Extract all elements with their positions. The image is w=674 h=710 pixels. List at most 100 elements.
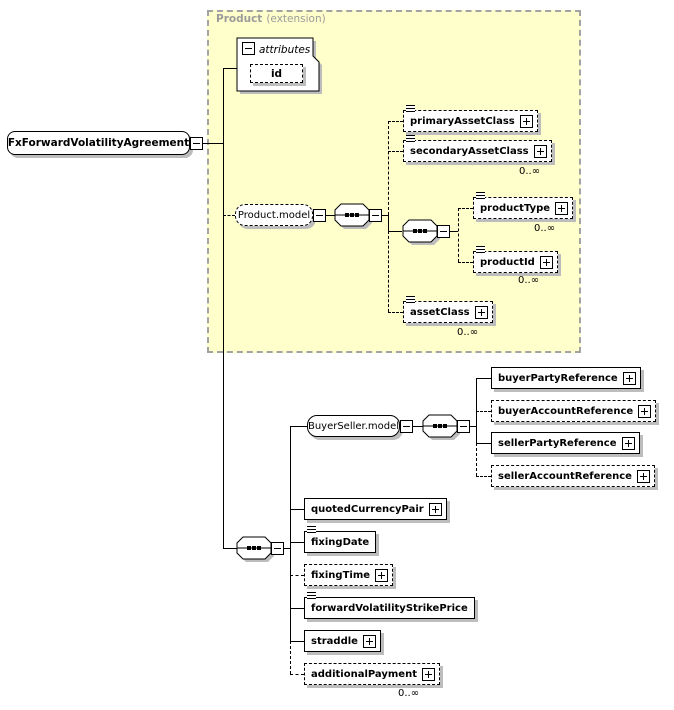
element-label: forwardVolatilityStrikePrice [311,602,468,614]
expand-toggle[interactable] [539,255,553,269]
element-label: productType [480,202,551,214]
connector-line [388,151,403,152]
element-straddle[interactable]: straddle [304,630,381,652]
connector-line [290,674,304,675]
attribute-id-label: id [270,67,283,80]
collapse-toggle[interactable] [437,225,450,238]
expand-toggle[interactable] [533,144,547,158]
connector-line [470,426,476,427]
connector-line [290,641,304,642]
element-sellerpartyreference[interactable]: sellerPartyReference [491,432,640,454]
connector-line [458,208,459,262]
expand-toggle[interactable] [636,469,650,483]
expand-toggle[interactable] [555,201,569,215]
element-fixingdate[interactable]: fixingDate [304,526,377,553]
simple-type-icon [476,246,485,254]
element-label: fixingDate [311,536,370,548]
group-title-suffix: (extension) [266,13,326,25]
connector-line [290,575,304,576]
element-selleraccountreference[interactable]: sellerAccountReference [491,465,655,487]
element-label: secondaryAssetClass [410,145,529,157]
connector-line [413,426,423,427]
simple-type-icon [406,105,415,113]
expand-toggle[interactable] [519,114,533,128]
simple-type-icon [307,526,316,534]
simple-type-icon [406,135,415,143]
element-label: straddle [311,635,358,647]
connector-line [326,215,335,216]
expand-toggle[interactable] [622,371,636,385]
sequence-icon [236,536,274,562]
element-label: sellerPartyReference [498,437,617,449]
sequence-icon [334,203,372,229]
connector-line [476,378,491,379]
connector-line [223,548,237,549]
connector-line [388,121,403,122]
element-secondaryassetclass[interactable]: secondaryAssetClass [403,135,552,162]
collapse-toggle[interactable] [313,209,326,222]
sequence-icon [402,219,440,245]
element-label: additionalPayment [311,668,417,680]
connector-line [388,231,402,232]
collapse-toggle[interactable] [271,542,284,555]
element-assetclass[interactable]: assetClass [403,296,493,323]
element-forwardvolatilitystrikeprice[interactable]: forwardVolatilityStrikePrice [304,592,475,619]
attributes-label: attributes [259,44,311,56]
element-label: sellerAccountReference [498,470,632,482]
simple-type-icon [406,296,415,304]
connector-line [450,231,458,232]
element-label: quotedCurrencyPair [311,503,424,515]
element-fxforwardvolatilityagreement[interactable]: FxForwardVolatilityAgreement [7,131,190,155]
element-primaryassetclass[interactable]: primaryAssetClass [403,105,538,132]
root-collapse-toggle[interactable] [190,137,203,150]
connector-line [290,426,307,427]
element-producttype[interactable]: productType [473,192,574,219]
element-label: buyerPartyReference [498,372,618,384]
collapse-toggle[interactable] [400,420,413,433]
connector-line [290,542,304,543]
expand-toggle[interactable] [474,305,488,319]
element-label: primaryAssetClass [410,115,515,127]
connector-line [388,312,403,313]
element-buyerpartyreference[interactable]: buyerPartyReference [491,367,641,389]
element-label: assetClass [410,306,470,318]
simple-type-icon [476,192,485,200]
element-fixingtime[interactable]: fixingTime [304,564,394,586]
collapse-toggle[interactable] [457,420,470,433]
expand-toggle[interactable] [621,436,635,450]
model-group-label: Product.model [237,209,311,221]
expand-toggle[interactable] [638,404,652,418]
element-label: FxForwardVolatilityAgreement [7,137,190,149]
element-quotedcurrencypair[interactable]: quotedCurrencyPair [304,498,447,520]
element-additionalpayment[interactable]: additionalPayment [304,663,440,685]
group-title: Product(extension) [216,13,326,25]
connector-line [284,548,290,549]
model-group-label: BuyerSeller.model [307,420,400,432]
expand-toggle[interactable] [422,667,435,681]
occurs-label: 0..∞ [518,275,540,286]
model-group-product-model[interactable]: Product.model [235,204,313,226]
collapse-toggle[interactable] [369,209,382,222]
attribute-id[interactable]: id [250,64,303,83]
expand-toggle[interactable] [428,502,442,516]
connector-line [388,231,389,312]
expand-toggle[interactable] [362,634,376,648]
connector-line [458,208,473,209]
occurs-label: 0..∞ [457,327,479,338]
simple-type-icon [307,592,316,600]
element-buyeraccountreference[interactable]: buyerAccountReference [491,400,657,422]
model-group-buyerseller-model[interactable]: BuyerSeller.model [307,415,400,437]
connector-line [476,443,477,476]
expand-toggle[interactable] [375,568,389,582]
connector-line [388,121,389,215]
connector-line [203,143,223,144]
sequence-icon [422,414,460,440]
connector-line [388,215,389,231]
connector-line [476,476,491,477]
connector-line [290,641,291,674]
connector-line [382,215,388,216]
attributes-collapse-toggle[interactable] [242,42,255,55]
occurs-label: 0..∞ [398,688,420,699]
element-productid[interactable]: productId [473,246,558,273]
